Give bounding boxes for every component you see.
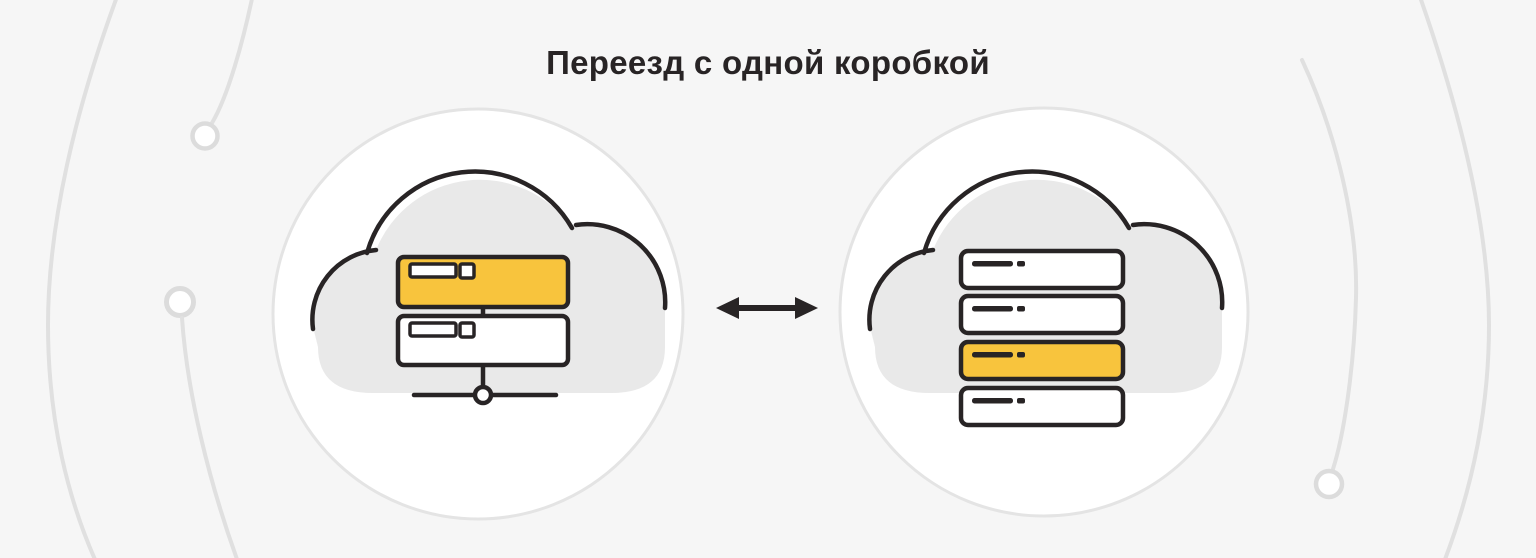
decor-arc-left-outer	[45, 0, 118, 558]
cloud-outline-left-bump	[867, 247, 936, 332]
left-right-arrow-icon	[795, 297, 818, 319]
server-led-bar	[408, 321, 458, 338]
server-bar	[958, 293, 1126, 336]
server-dash-long	[972, 352, 1013, 358]
connector-dot-icon	[1313, 468, 1345, 500]
server-bar	[958, 385, 1126, 428]
cloud-outline-right-bump	[573, 222, 668, 311]
background-decor	[45, 0, 1492, 558]
server-dash-long	[972, 398, 1013, 404]
decor-arc-right-inner	[1300, 58, 1359, 471]
source-cloud-panel	[271, 107, 685, 521]
left-right-arrow-icon	[716, 297, 739, 319]
cloud-outline-left-bump	[310, 247, 379, 332]
server-dash-short	[1017, 352, 1025, 358]
server-dash-short	[1017, 261, 1025, 267]
connector-dot-icon	[164, 286, 196, 318]
server-led-bar	[408, 262, 458, 279]
server-dash-long	[972, 306, 1013, 312]
server-stack-destination	[958, 248, 1126, 428]
page-title: Переезд с одной коробкой	[546, 44, 990, 81]
destination-cloud-panel	[838, 106, 1250, 518]
server-bar-highlighted	[958, 339, 1126, 382]
server-led-square	[458, 321, 476, 339]
server-led-square	[458, 262, 476, 280]
connector-dot-icon	[190, 121, 220, 151]
server-dash-short	[1017, 306, 1025, 312]
transfer-arrow	[716, 297, 818, 319]
cloud-outline	[867, 169, 1225, 332]
cloud-outline-dome	[364, 169, 575, 256]
cloud-outline	[310, 169, 668, 332]
decor-arc-right-outer	[1418, 0, 1492, 558]
server-stack-source	[395, 254, 571, 368]
server-dash-short	[1017, 398, 1025, 404]
network-node-icon	[472, 384, 494, 406]
server-dash-long	[972, 261, 1013, 267]
server-bar	[958, 248, 1126, 291]
cloud-outline-right-bump	[1130, 222, 1225, 311]
decor-arc-left-bottom	[180, 316, 239, 558]
cloud-outline-dome	[921, 169, 1132, 256]
decor-arc-left-top	[210, 0, 254, 125]
